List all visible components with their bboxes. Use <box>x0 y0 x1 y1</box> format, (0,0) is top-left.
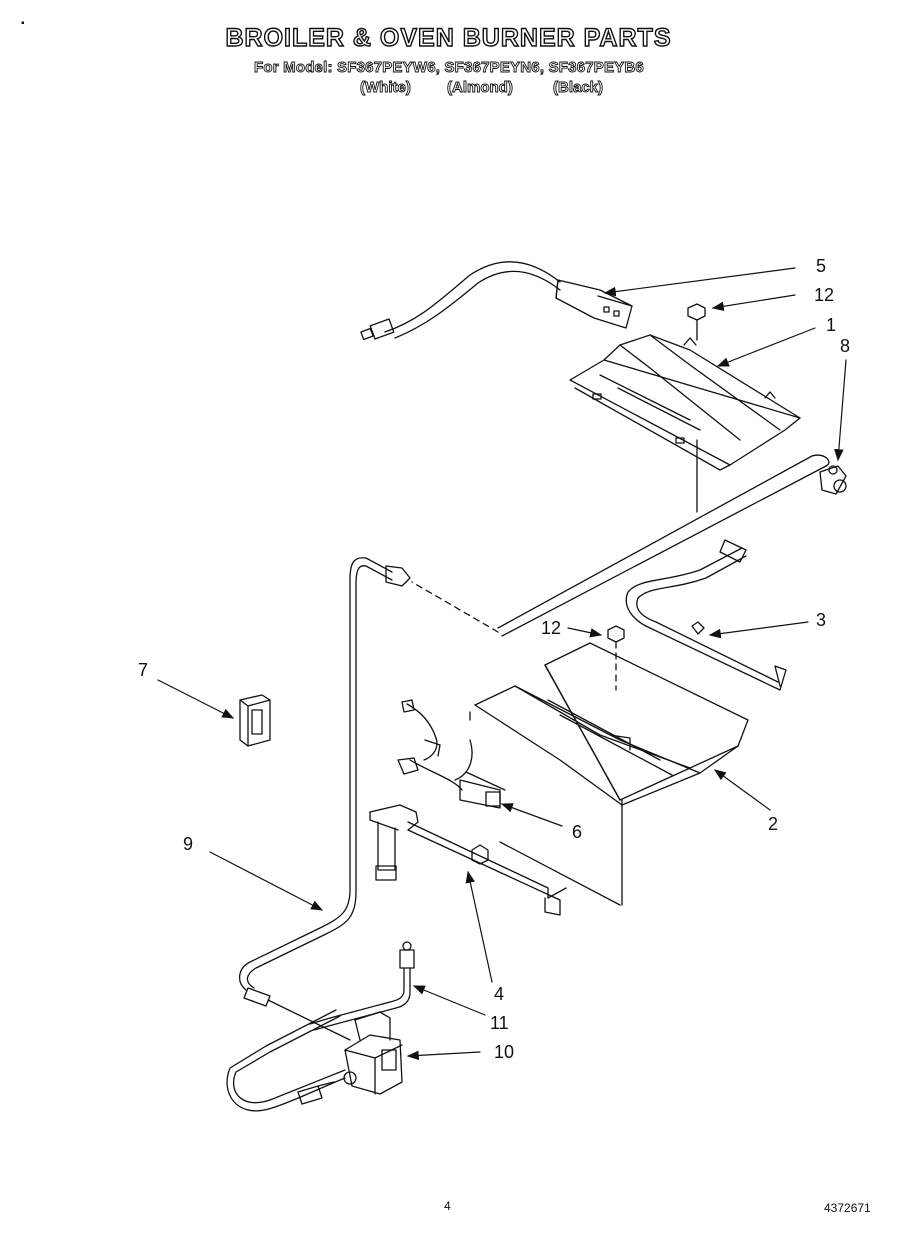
leader-2 <box>714 769 771 811</box>
switch-block <box>239 694 271 747</box>
color-white-label: (White) <box>360 79 412 97</box>
orifice-tube <box>309 941 415 1031</box>
bake-burner <box>469 642 749 806</box>
main-gas-line <box>239 557 411 1007</box>
callout-1: 1 <box>826 315 836 335</box>
leader-4 <box>465 870 493 983</box>
broil-burner-tube <box>497 454 847 637</box>
nut-lower <box>607 625 625 691</box>
gas-valve <box>267 999 403 1095</box>
corner-mark: ▪ <box>21 18 25 29</box>
callout-12-top: 12 <box>814 285 834 305</box>
callout-3: 3 <box>816 610 826 630</box>
page-title: BROILER & OVEN BURNER PARTS <box>225 23 672 52</box>
leader-12a <box>711 294 796 312</box>
leader-7 <box>157 679 235 719</box>
bake-igniter <box>397 699 506 809</box>
document-code: 4372671 <box>824 1201 871 1215</box>
callout-9: 9 <box>183 834 193 854</box>
color-almond-label: (Almond) <box>447 79 514 97</box>
callout-4: 4 <box>494 984 504 1004</box>
model-list: For Model: SF367PEYW6, SF367PEYN6, SF367… <box>254 59 645 77</box>
broil-baffle <box>569 334 801 471</box>
callout-12-lower: 12 <box>541 618 561 638</box>
leader-1 <box>716 327 816 367</box>
leader-3 <box>708 621 809 639</box>
callout-10: 10 <box>494 1042 514 1062</box>
broil-igniter <box>360 261 633 341</box>
leader-9 <box>209 851 324 911</box>
leader-5 <box>603 267 796 297</box>
nut-top <box>687 303 706 341</box>
callout-11: 11 <box>490 1013 509 1033</box>
page-number: 4 <box>444 1199 451 1213</box>
callout-5: 5 <box>816 256 826 276</box>
color-black-label: (Black) <box>553 79 604 97</box>
callout-6: 6 <box>572 822 582 842</box>
bake-bracket <box>369 804 567 916</box>
leader-8 <box>834 359 847 462</box>
leader-12b <box>567 627 603 638</box>
leader-10 <box>406 1050 481 1061</box>
callout-7: 7 <box>138 660 148 680</box>
leader-6 <box>500 803 563 827</box>
broil-feed-tube <box>625 539 787 691</box>
leader-11 <box>412 985 486 1016</box>
callout-2: 2 <box>768 814 778 834</box>
callout-8: 8 <box>840 336 850 356</box>
